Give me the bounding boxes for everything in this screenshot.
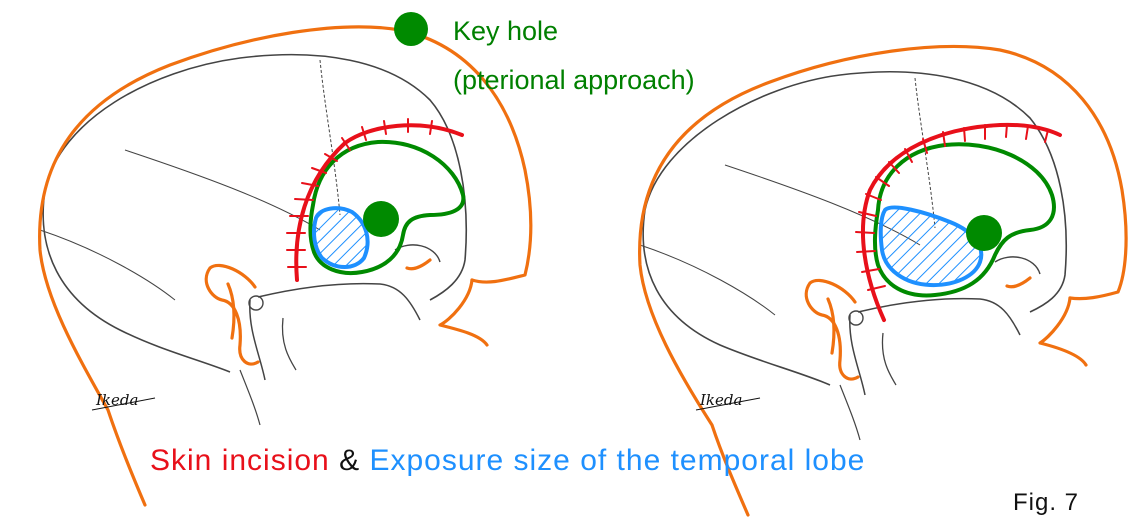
right-signature: Ikeda xyxy=(696,391,760,410)
legend-approach-label: (pterional approach) xyxy=(453,65,695,95)
left-keyhole-dot xyxy=(363,201,399,237)
legend: Key hole (pterional approach) xyxy=(394,12,695,95)
keyhole-legend-icon xyxy=(394,12,428,46)
caption-exposure: Exposure size of the temporal lobe xyxy=(369,444,865,477)
right-skull xyxy=(640,72,1066,440)
caption-ampersand: & xyxy=(330,444,370,477)
left-signature: Ikeda xyxy=(92,391,155,410)
right-exposure-area xyxy=(881,208,981,286)
legend-keyhole-label: Key hole xyxy=(453,16,558,46)
left-head-outline xyxy=(40,27,531,505)
caption-skin-incision: Skin incision xyxy=(150,444,330,477)
caption: Skin incision & Exposure size of the tem… xyxy=(150,444,865,477)
figure-label: Fig. 7 xyxy=(1013,489,1079,516)
left-exposure-area xyxy=(314,208,368,267)
svg-text:Ikeda: Ikeda xyxy=(95,391,138,409)
right-keyhole-dot xyxy=(966,215,1002,251)
left-panel: Ikeda xyxy=(40,27,531,505)
svg-text:Ikeda: Ikeda xyxy=(699,391,742,409)
